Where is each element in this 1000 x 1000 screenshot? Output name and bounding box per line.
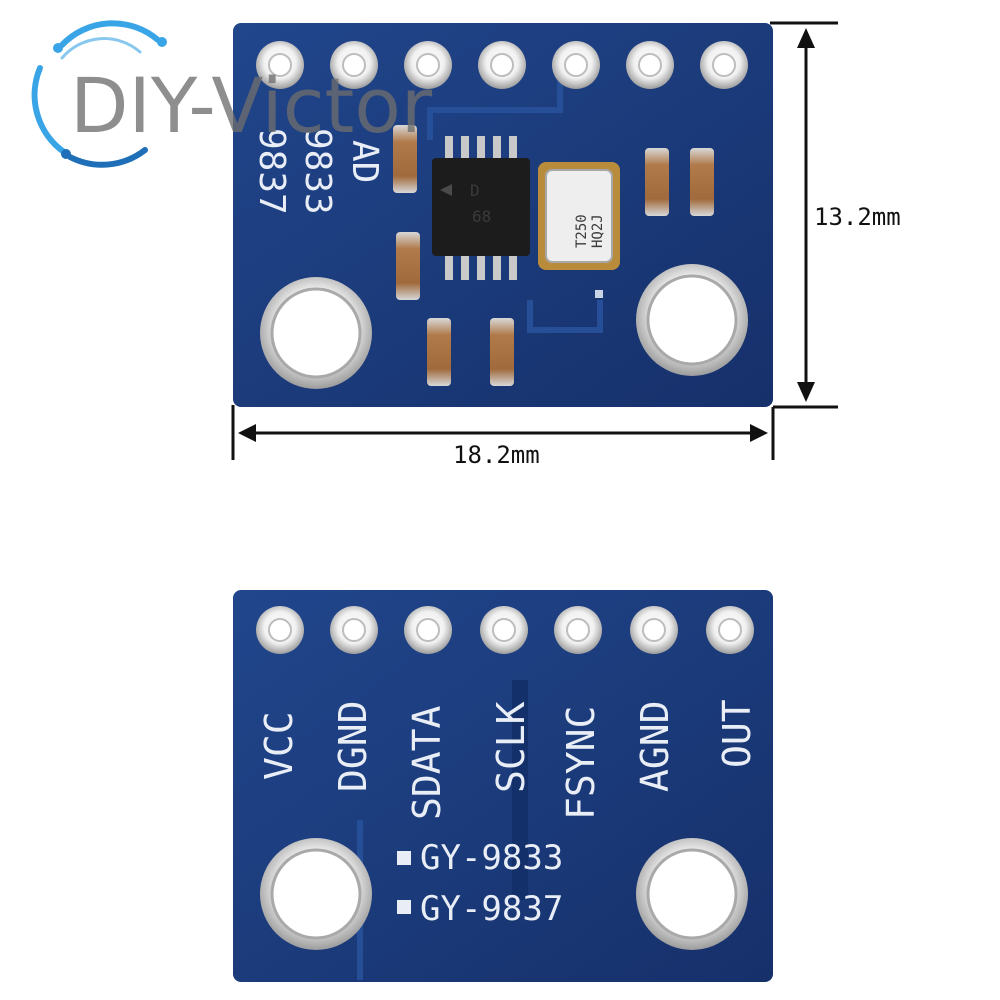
front-crystal: T250 HQ2J bbox=[538, 162, 620, 270]
smd-capacitor bbox=[645, 148, 669, 216]
smd-capacitor bbox=[396, 232, 420, 300]
front-pin-hole bbox=[256, 41, 304, 89]
front-pin-hole bbox=[404, 41, 452, 89]
watermark-logo-icon bbox=[31, 20, 167, 168]
back-pin-hole bbox=[330, 606, 378, 654]
back-header-row bbox=[256, 606, 754, 654]
back-pin-hole bbox=[706, 606, 754, 654]
crystal-marking-line-2: HQ2J bbox=[590, 214, 606, 248]
back-pin-hole bbox=[404, 606, 452, 654]
smd-capacitor bbox=[393, 125, 417, 193]
ic-marking-line-2: 68 bbox=[472, 207, 491, 226]
back-pin-hole bbox=[256, 606, 304, 654]
pin-label-out: OUT bbox=[715, 699, 759, 768]
model-option-label: GY-9833 bbox=[420, 838, 563, 878]
height-dimension-label: 13.2mm bbox=[814, 203, 901, 231]
front-pin-hole bbox=[700, 41, 748, 89]
width-dimension-label: 18.2mm bbox=[453, 441, 540, 469]
front-silk-model-1: 9833 bbox=[297, 128, 338, 215]
model-option-9837: GY-9837 bbox=[397, 889, 563, 929]
watermark: DIY-Victor bbox=[31, 20, 433, 168]
pin-label-dgnd: DGND bbox=[331, 700, 375, 792]
back-pin-hole bbox=[480, 606, 528, 654]
pin-label-fsync: FSYNC bbox=[559, 706, 603, 820]
pin-label-agnd: AGND bbox=[633, 700, 677, 792]
back-pin-hole bbox=[554, 606, 602, 654]
front-pin-hole bbox=[552, 41, 600, 89]
front-pin-hole bbox=[478, 41, 526, 89]
front-smd-components bbox=[393, 125, 714, 386]
front-ic-chip: D 68 bbox=[432, 136, 530, 280]
ic-marking-line-1: D bbox=[470, 181, 480, 200]
model-option-label: GY-9837 bbox=[420, 889, 563, 929]
front-trace bbox=[527, 300, 603, 333]
model-option-9833: GY-9833 bbox=[397, 838, 563, 878]
back-mounting-hole-left bbox=[260, 838, 372, 950]
smd-capacitor bbox=[690, 148, 714, 216]
watermark-text: DIY-Victor bbox=[70, 61, 433, 150]
front-mounting-hole-right bbox=[636, 264, 748, 376]
smd-capacitor bbox=[490, 318, 514, 386]
front-pin-hole bbox=[330, 41, 378, 89]
back-mounting-hole-right bbox=[636, 838, 748, 950]
front-silk-label: AD bbox=[344, 140, 385, 183]
model-option-checkbox bbox=[397, 851, 411, 865]
pin-label-sdata: SDATA bbox=[405, 705, 449, 820]
back-pin-hole bbox=[630, 606, 678, 654]
back-board: VCC DGND SDATA SCLK FSYNC AGND OUT GY-98… bbox=[233, 590, 773, 982]
front-trace bbox=[427, 80, 563, 140]
height-dimension bbox=[770, 21, 838, 409]
smd-pad bbox=[595, 290, 603, 298]
front-header-row bbox=[256, 41, 748, 89]
front-board: D 68 T250 HQ2J AD 9833 bbox=[233, 23, 773, 407]
crystal-marking-line-1: T250 bbox=[574, 214, 590, 248]
front-silk-model-2: 9837 bbox=[251, 128, 292, 215]
pin-label-vcc: VCC bbox=[257, 711, 301, 780]
smd-capacitor bbox=[427, 318, 451, 386]
model-option-checkbox bbox=[397, 900, 411, 914]
front-pin-hole bbox=[626, 41, 674, 89]
width-dimension bbox=[231, 405, 775, 460]
front-mounting-hole-left bbox=[260, 277, 372, 389]
pin-label-sclk: SCLK bbox=[489, 701, 533, 793]
